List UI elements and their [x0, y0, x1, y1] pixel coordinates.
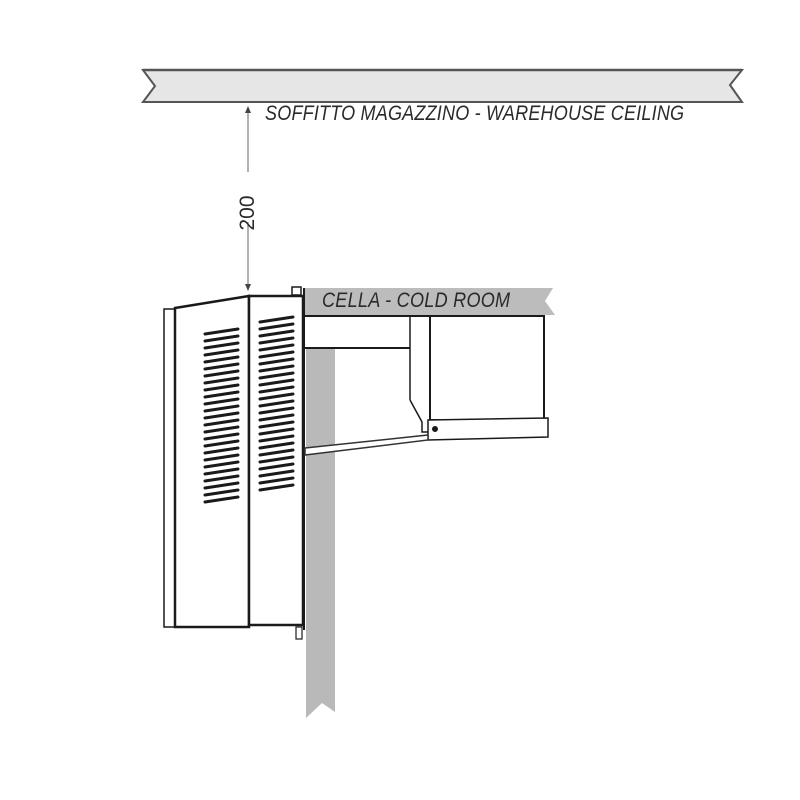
louvers-left: [203, 327, 240, 504]
cold-room-wall: [306, 348, 335, 718]
drain-pipe: [304, 434, 429, 456]
clearance-dimension-line: [245, 106, 251, 291]
warehouse-ceiling: [141, 68, 745, 103]
clearance-dimension-value: 200: [236, 195, 259, 231]
evaporator-unit: [409, 315, 549, 441]
louvers-right: [258, 315, 295, 492]
cold-room-ceiling-panel: [303, 288, 555, 315]
ceiling-label: SOFFITTO MAGAZZINO - WAREHOUSE CEILING: [265, 102, 685, 125]
cold-room-label: CELLA - COLD ROOM: [322, 289, 511, 312]
